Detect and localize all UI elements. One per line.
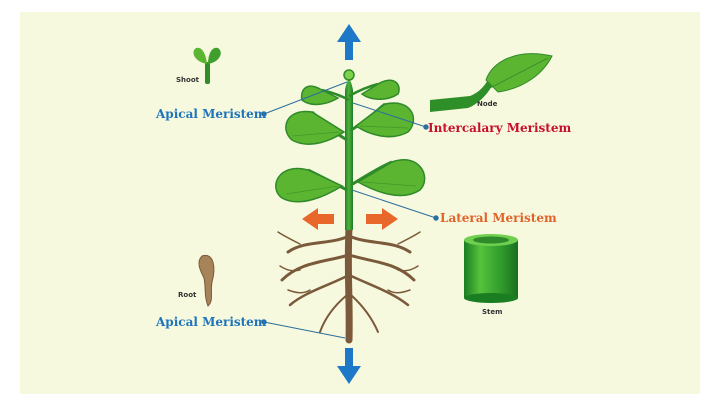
root-icon	[198, 254, 215, 307]
node-label: Node	[477, 100, 498, 108]
shoot-label: Shoot	[176, 76, 199, 84]
plant-leaves	[275, 69, 426, 203]
lateral-meristem-label: Lateral Meristem	[440, 211, 557, 225]
arrow-up-icon	[337, 24, 361, 60]
leaf-veins	[285, 125, 417, 195]
arrow-left-icon	[302, 208, 334, 230]
shoot-icon	[193, 47, 221, 84]
apical-meristem-bottom-label: Apical Meristem	[156, 315, 267, 329]
root-label: Root	[178, 291, 197, 299]
apical-meristem-top-label: Apical Meristem	[156, 107, 267, 121]
stem-cylinder-icon	[464, 234, 518, 303]
arrow-right-icon	[366, 208, 398, 230]
plant-roots	[277, 224, 421, 344]
pointer-lines	[261, 81, 439, 339]
arrow-down-icon	[337, 348, 361, 384]
diagram-background	[20, 12, 700, 394]
node-leaf-icon	[430, 53, 553, 112]
stem-label: Stem	[482, 308, 503, 316]
intercalary-meristem-label: Intercalary Meristem	[428, 121, 572, 135]
